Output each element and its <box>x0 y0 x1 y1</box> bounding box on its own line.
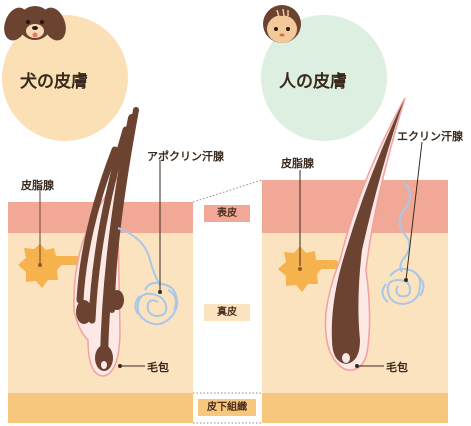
epidermis-tag: 表皮 <box>217 208 237 219</box>
human-sebaceous-gland-label: 皮脂腺 <box>281 157 314 170</box>
human-subcutis-layer <box>262 393 448 423</box>
subcutis-tag: 皮下組織 <box>207 402 247 413</box>
dog-apocrine-gland <box>117 227 179 326</box>
dog-hair-follicle <box>73 107 139 377</box>
dog-subcutis-layer <box>8 393 193 423</box>
human-title-circle <box>261 15 387 141</box>
dermis-tag: 真皮 <box>217 307 237 318</box>
dog-sebaceous-gland <box>18 244 80 288</box>
human-skin-title: 人の皮膚 <box>279 72 347 92</box>
dog-apocrine-gland-label: アポクリン汗腺 <box>147 150 224 163</box>
layer-connector-lines <box>192 179 263 424</box>
human-eccrine-gland-label: エクリン汗腺 <box>397 130 463 143</box>
human-face-icon <box>263 5 301 43</box>
dog-follicle-label: 毛包 <box>147 361 169 374</box>
human-eccrine-gland <box>381 181 425 306</box>
epidermis-tag-bg <box>204 205 250 222</box>
subcutis-tag-bg <box>198 399 256 416</box>
human-hair-follicle <box>324 97 406 371</box>
dog-face-icon <box>4 6 66 41</box>
dermis-tag-bg <box>204 304 250 321</box>
dog-title-circle <box>2 15 128 141</box>
dog-sebaceous-gland-label: 皮脂腺 <box>21 179 54 192</box>
human-follicle-label: 毛包 <box>386 361 408 374</box>
human-sebaceous-gland <box>278 246 338 292</box>
dog-skin-title: 犬の皮膚 <box>20 72 88 92</box>
